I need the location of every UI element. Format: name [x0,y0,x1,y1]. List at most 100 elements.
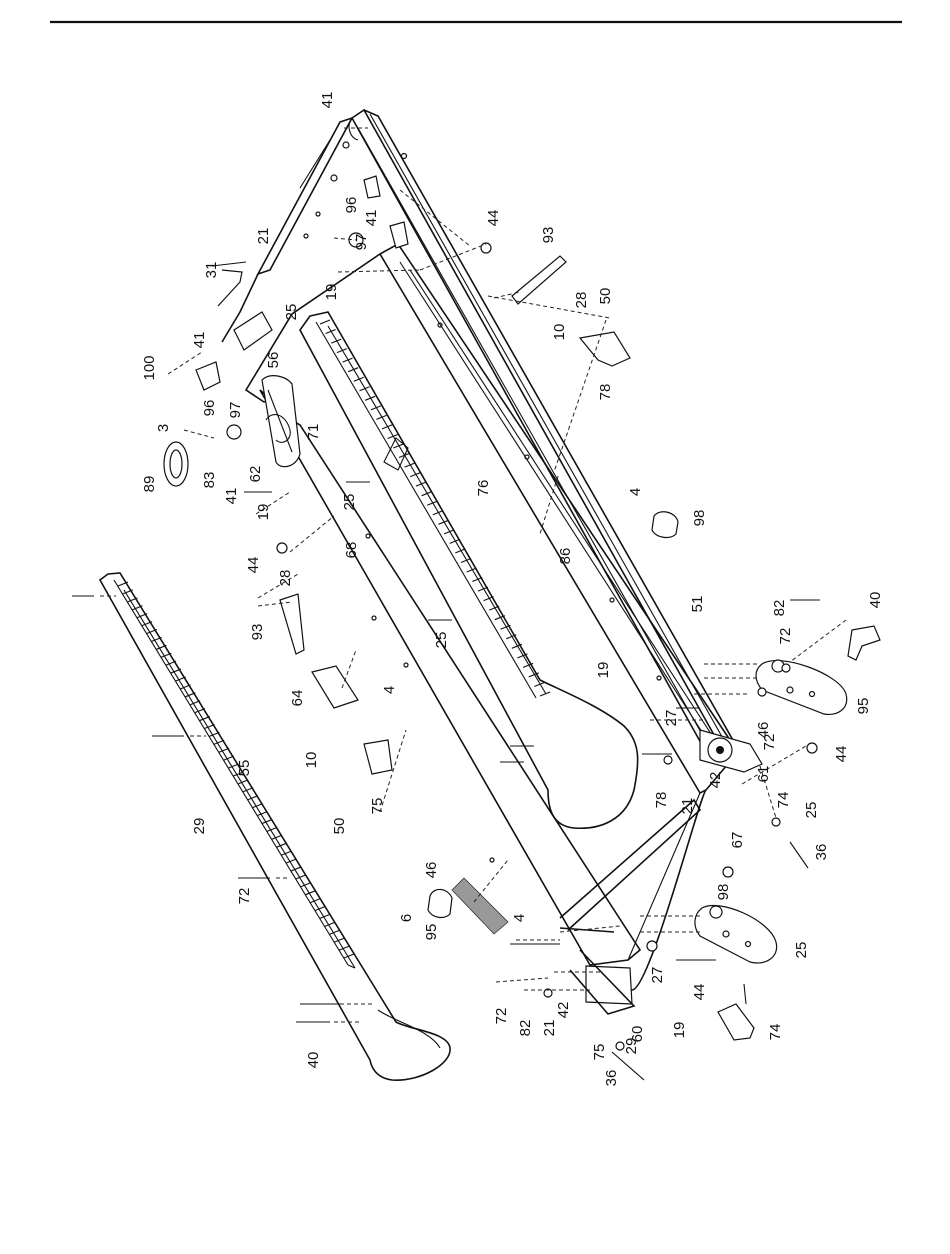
treadmill-base-drawing [72,110,880,1080]
callout-number: 68 [343,542,360,559]
callout-number: 89 [141,476,158,493]
callout-number: 28 [573,292,590,309]
rail-rib [310,899,320,903]
callout-number: 56 [265,352,282,369]
callout-number: 82 [771,600,788,617]
callout-number: 44 [245,557,262,574]
rail-rib [277,843,287,847]
rail-rib [286,859,296,863]
callout-number: 4 [511,914,528,922]
rail-rib [272,835,282,839]
incline-foot-top [756,660,847,714]
callout-number: 42 [707,772,724,789]
callout-number: 46 [423,862,440,879]
callout-number: 41 [319,92,336,109]
rail-rib [306,891,316,895]
center-rail [300,312,638,828]
callout-number: 76 [475,480,492,497]
callout-number: 98 [691,510,708,527]
callout-number: 64 [289,690,306,707]
callout-number: 62 [247,466,264,483]
callout-number: 10 [303,752,320,769]
rail-rib [315,907,325,911]
callout-number: 72 [761,734,778,751]
callout-number: 25 [341,494,358,511]
callout-number: 50 [331,818,348,835]
callout-number: 40 [867,592,884,609]
callout-number: 96 [343,197,360,214]
callout-number: 55 [236,760,253,777]
callout-number: 29 [191,818,208,835]
callout-number: 19 [671,1022,688,1039]
left-side-rail [100,573,450,1080]
rail-rib [253,804,263,808]
callout-number: 71 [305,424,322,441]
callout-number: 42 [555,1002,572,1019]
callout-number: 98 [715,884,732,901]
callout-number: 51 [689,596,706,613]
callout-number: 95 [855,698,872,715]
callout-number: 19 [595,662,612,679]
callout-number: 74 [767,1024,784,1041]
callout-number: 100 [141,355,158,380]
callout-number: 10 [551,324,568,341]
callout-number: 44 [691,984,708,1001]
rail-rib [296,875,306,879]
bolts [72,262,820,1080]
callout-number: 75 [591,1044,608,1061]
rail-rib [301,883,311,887]
deck-and-belt [246,244,738,990]
callout-number: 44 [833,746,850,763]
rail-rib [262,819,272,823]
callout-number: 44 [485,210,502,227]
callout-number: 4 [381,686,398,694]
callout-number: 95 [423,924,440,941]
rail-rib [248,796,258,800]
callout-number: 21 [541,1020,558,1037]
callout-number: 21 [255,228,272,245]
callout-number: 97 [353,234,370,251]
callout-number: 27 [663,710,680,727]
callout-number: 61 [755,766,772,783]
treadmill-frame [222,110,734,752]
rear-foot-top [848,626,880,660]
rail-rib [320,320,330,324]
callout-number: 50 [597,288,614,305]
callout-number: 97 [227,402,244,419]
callout-number: 36 [603,1070,620,1087]
callout-number: 25 [793,942,810,959]
callout-number: 29 [623,1038,640,1055]
callout-number: 36 [813,844,830,861]
callout-number: 25 [283,304,300,321]
callout-number: 82 [517,1020,534,1037]
front-roller [586,730,762,1004]
callout-number: 72 [493,1008,510,1025]
callout-number: 19 [255,504,272,521]
callout-number: 96 [201,400,218,417]
callout-number: 75 [369,798,386,815]
rail-rib [257,812,267,816]
callout-number: 4 [627,488,644,496]
rail-rib [243,788,253,792]
callout-number: 25 [803,802,820,819]
callout-number: 86 [557,548,574,565]
callout-number: 78 [653,792,670,809]
callout-number: 41 [223,488,240,505]
rail-rib [291,867,301,871]
motor-hood [262,376,300,467]
callout-number: 25 [433,632,450,649]
rail-rib [238,780,248,784]
callout-number: 3 [155,424,172,432]
callout-number: 93 [249,624,266,641]
callout-number: 6 [398,914,415,922]
callout-number: 28 [277,570,294,587]
callout-number: 72 [236,888,253,905]
callout-number: 93 [540,227,557,244]
callout-number: 27 [649,967,666,984]
callout-number: 41 [363,210,380,227]
rear-foot-bottom [718,984,754,1040]
callout-number: 78 [597,384,614,401]
callout-number: 72 [777,628,794,645]
